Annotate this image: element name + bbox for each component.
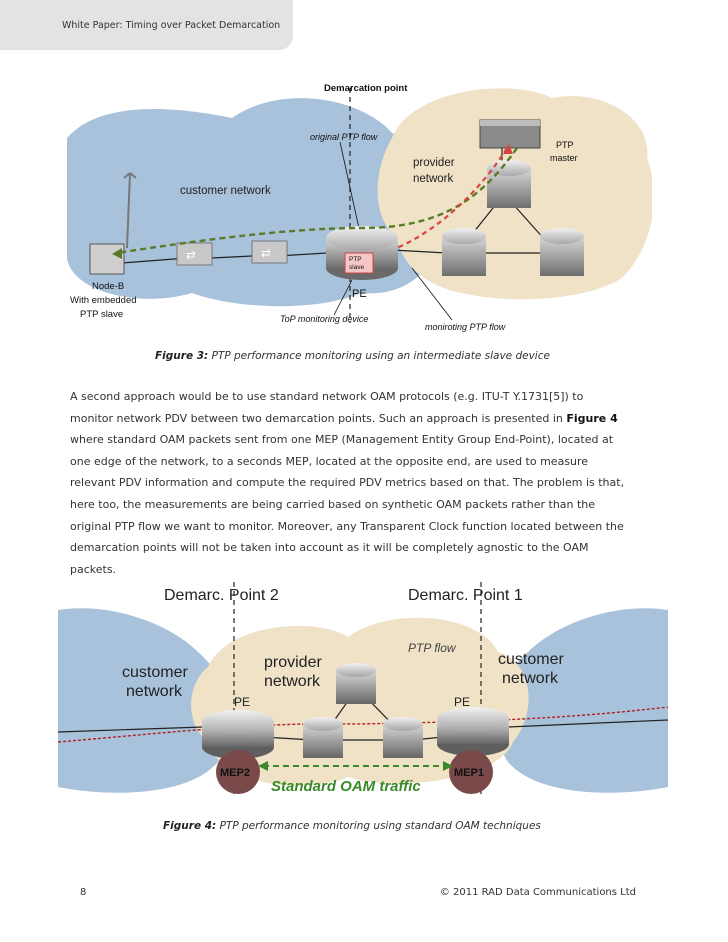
- body-paragraph: A second approach would be to use standa…: [70, 386, 670, 580]
- top-device-label: ToP monitoring device: [280, 314, 368, 324]
- cell-tower-icon: [123, 172, 137, 249]
- customer-left-2: network: [126, 683, 183, 700]
- ptp-slave-box-2: slave: [349, 264, 365, 271]
- ptp-master-icon: [479, 119, 541, 149]
- pe-router-right-icon: [437, 707, 509, 756]
- customer-left-1: customer: [122, 664, 188, 681]
- figure-4: Demarc. Point 2 Demarc. Point 1 PTP flow…: [58, 582, 668, 797]
- mep2-marker: [216, 750, 260, 794]
- demarc-2-label: Demarc. Point 2: [164, 587, 279, 604]
- figure-4-reference[interactable]: Figure 4: [566, 411, 618, 425]
- nodeb-label-1: Node-B: [92, 281, 124, 292]
- svg-text:⇄: ⇄: [261, 246, 271, 260]
- customer-right-2: network: [502, 670, 559, 687]
- monitoring-flow-label: moniroting PTP flow: [425, 322, 506, 332]
- pe-left-label: PE: [234, 695, 250, 709]
- customer-cloud-left: [58, 608, 230, 793]
- para-line: one edge of the network, to a seconds ME…: [70, 454, 589, 468]
- mep2-label: MEP2: [220, 767, 250, 779]
- ptp-flow-label: PTP flow: [408, 641, 457, 655]
- customer-cloud-right: [496, 608, 668, 793]
- ptp-slave-box-1: PTP: [349, 256, 362, 263]
- page-number: 8: [80, 887, 87, 898]
- header-title: White Paper: Timing over Packet Demarcat…: [62, 20, 281, 31]
- demarc-1-label: Demarc. Point 1: [408, 587, 523, 604]
- figure-3-number: Figure 3:: [155, 350, 209, 362]
- para-line: demarcation points will not be taken int…: [70, 541, 589, 555]
- mep1-marker: [449, 750, 493, 794]
- switch-icon: ⇄: [176, 242, 213, 266]
- demarcation-label: Demarcation point: [324, 83, 408, 94]
- pe-router-icon: [326, 226, 398, 280]
- nodeb-label-2: With embedded: [70, 295, 137, 306]
- nodeb-icon: [89, 243, 125, 275]
- figure-4-caption: Figure 4: PTP performance monitoring usi…: [163, 820, 541, 832]
- copyright: © 2011 RAD Data Communications Ltd: [439, 887, 636, 898]
- provider-1: provider: [264, 654, 322, 671]
- para-line: original PTP flow we want to monitor. Mo…: [70, 519, 624, 533]
- para-line: relevant PDV information and compute the…: [70, 476, 625, 490]
- original-flow-label: original PTP flow: [310, 132, 378, 142]
- svg-text:⇄: ⇄: [186, 248, 196, 262]
- provider-2: network: [264, 673, 321, 690]
- figure-4-number: Figure 4:: [163, 820, 217, 832]
- mep1-label: MEP1: [454, 767, 484, 779]
- router-icon: [487, 160, 531, 208]
- ptp-master-label-1: PTP: [556, 140, 574, 150]
- pe-label: PE: [352, 288, 367, 300]
- ptp-flow-line: [58, 706, 668, 743]
- pe-right-label: PE: [454, 695, 470, 709]
- ptp-master-label-2: master: [550, 153, 578, 163]
- para-line: here too, the measurements are being car…: [70, 497, 596, 511]
- router-icon: [383, 717, 423, 758]
- customer-right-1: customer: [498, 651, 564, 668]
- pe-router-left-icon: [202, 710, 274, 759]
- original-ptp-flow: [116, 147, 518, 255]
- nodeb-label-3: PTP slave: [80, 309, 123, 320]
- figure-3-caption-text: PTP performance monitoring using an inte…: [211, 350, 550, 362]
- monitoring-ptp-flow: [396, 147, 508, 250]
- router-icon: [442, 228, 486, 276]
- header-tab: White Paper: Timing over Packet Demarcat…: [0, 0, 293, 50]
- oam-traffic-label: Standard OAM traffic: [271, 778, 421, 795]
- para-line: packets.: [70, 562, 117, 576]
- router-icon: [303, 717, 343, 758]
- router-icon: [540, 228, 584, 276]
- customer-network-label: customer network: [180, 185, 271, 197]
- para-line: monitor network PDV between two demarcat…: [70, 411, 618, 425]
- figure-4-caption-text: PTP performance monitoring using standar…: [219, 820, 541, 832]
- provider-label-2: network: [413, 173, 454, 185]
- figure-3: Demarcation point original PTP flow cust…: [67, 83, 652, 332]
- para-line: A second approach would be to use standa…: [70, 390, 584, 403]
- switch-icon: ⇄: [251, 240, 288, 264]
- figure-3-caption: Figure 3: PTP performance monitoring usi…: [155, 350, 550, 362]
- router-icon: [336, 663, 376, 704]
- para-line: where standard OAM packets sent from one…: [70, 433, 614, 447]
- provider-label-1: provider: [413, 157, 455, 169]
